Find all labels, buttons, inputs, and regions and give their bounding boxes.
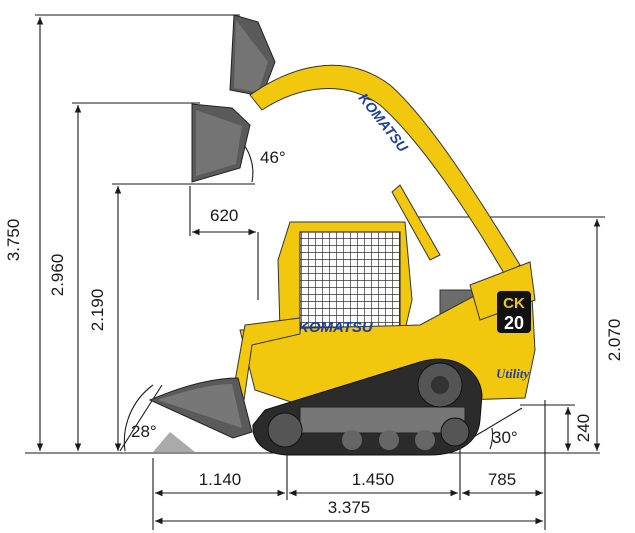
label-overall-length: 3.375 xyxy=(328,498,371,517)
departure-angle-arc xyxy=(489,427,494,450)
raised-bucket-max xyxy=(229,14,276,97)
lowered-bucket xyxy=(148,377,253,452)
reach-dimension-lines xyxy=(189,186,259,300)
label-rear-overhang: 785 xyxy=(488,470,516,489)
label-hinge-pin-height: 2.960 xyxy=(48,254,67,297)
body-brand-label: KOMATSU xyxy=(298,319,374,336)
label-max-height: 3.750 xyxy=(4,219,23,262)
label-departure-angle: 30° xyxy=(492,428,518,447)
label-dump-angle: 46° xyxy=(260,148,286,167)
label-overall-height: 2.070 xyxy=(605,319,624,362)
utility-badge: Utility xyxy=(496,366,529,381)
model-number: 20 xyxy=(504,313,524,333)
model-series: CK xyxy=(503,295,525,312)
label-track-length: 1.450 xyxy=(352,470,395,489)
label-dump-reach: 620 xyxy=(210,206,238,225)
length-dimension-lines xyxy=(152,400,546,530)
dimension-labels: 3.750 2.960 2.190 620 46° 28° 2.070 240 … xyxy=(4,148,624,517)
label-rollback-angle: 28° xyxy=(131,422,157,441)
crawler-track xyxy=(252,358,483,456)
label-ground-clearance: 240 xyxy=(574,414,593,442)
rollback-angle-arc xyxy=(123,384,154,452)
raised-bucket-dump xyxy=(191,103,251,183)
height-dimension-lines xyxy=(35,14,605,451)
label-front-overhang: 1.140 xyxy=(199,470,242,489)
label-dump-height: 2.190 xyxy=(88,289,107,332)
